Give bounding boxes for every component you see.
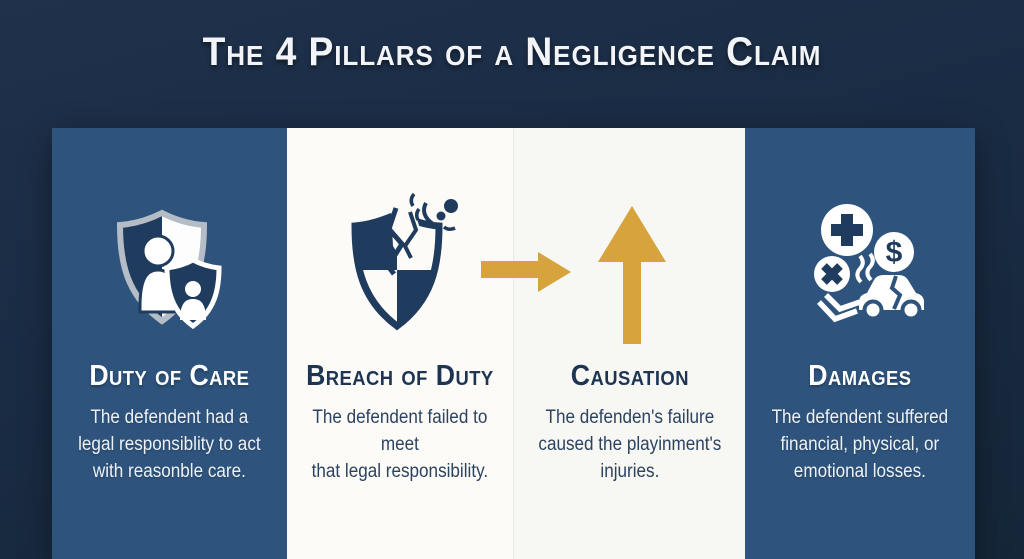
dollar-icon: $ — [874, 232, 915, 272]
arrow-up-icon — [597, 206, 666, 344]
smoke-squiggle-icon — [855, 252, 875, 284]
column-duty-of-care: Duty of Care The defendent had a legal r… — [52, 128, 287, 559]
column-description: The defendent suffered financial, physic… — [771, 407, 949, 482]
svg-text:$: $ — [886, 236, 903, 269]
arrow-right-icon — [480, 252, 571, 292]
cracked-shield-icon — [351, 192, 458, 331]
column-breach-of-duty: Breach of Duty The defendent failed to m… — [286, 128, 513, 559]
column-heading: Breach of Duty — [305, 360, 494, 392]
column-description: The defenden's failure caused the playin… — [537, 407, 721, 482]
column-heading: Duty of Care — [89, 360, 250, 392]
column-heading: Causation — [570, 360, 689, 392]
x-circle-icon — [814, 256, 851, 292]
crashed-car-icon — [859, 275, 925, 321]
pillar-panels: Duty of Care The defendent had a legal r… — [52, 128, 975, 559]
column-damages: $ Damages The defendent suf — [745, 128, 975, 559]
shield-with-people-icon — [116, 209, 222, 330]
column-heading: Damages — [808, 360, 912, 392]
column-description: The defendent had a legal responsiblity … — [78, 407, 261, 482]
column-causation: Causation The defenden's failure caused … — [480, 128, 746, 559]
broken-bone-icon — [817, 293, 862, 323]
damages-cluster-icon: $ — [814, 204, 925, 323]
page-title: The 4 Pillars of a Negligence Claim — [202, 30, 822, 74]
column-description: The defendent failed to meet that legal … — [311, 407, 488, 482]
medical-cross-icon — [821, 204, 874, 256]
